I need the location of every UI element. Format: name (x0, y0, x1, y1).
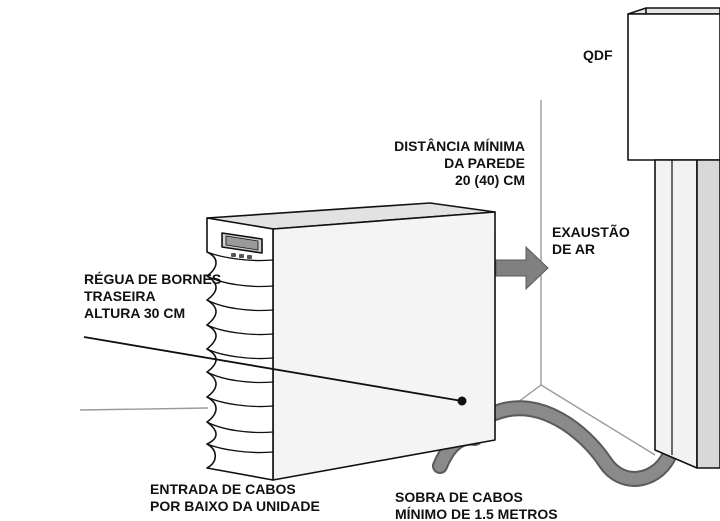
ups-unit (206, 202, 496, 481)
terminal-strip-label: RÉGUA DE BORNES TRASEIRA ALTURA 30 CM (84, 271, 221, 322)
air-exhaust-line-1: EXAUSTÃO (552, 224, 630, 240)
wall-distance-line-3: 20 (40) CM (454, 172, 525, 188)
ups-panel-seams (206, 251, 274, 454)
qdf-mounting-pillar (654, 159, 698, 469)
cable-entry-label: ENTRADA DE CABOS POR BAIXO DA UNIDADE (150, 481, 320, 515)
terminal-strip-line-1: RÉGUA DE BORNES (84, 271, 222, 287)
wall-distance-label: DISTÂNCIA MÍNIMA DA PAREDE 20 (40) CM (363, 138, 525, 189)
qdf-panel (627, 7, 720, 469)
cable-slack-label: SOBRA DE CABOS MÍNIMO DE 1.5 METROS (395, 489, 558, 521)
qdf-box-top (627, 7, 720, 15)
cable-entry-line-1: ENTRADA DE CABOS (150, 481, 296, 497)
terminal-strip-line-2: TRASEIRA (84, 288, 156, 304)
terminal-strip-line-3: ALTURA 30 CM (84, 305, 186, 321)
terminal-strip-marker (457, 396, 467, 406)
ups-side-face (272, 211, 496, 481)
wall-distance-line-1: DISTÂNCIA MÍNIMA (394, 138, 525, 154)
floor-wall-junction (540, 384, 656, 456)
cable-slack-line-2: MÍNIMO DE 1.5 METROS (395, 506, 558, 521)
air-exhaust-arrow (495, 245, 549, 291)
floor-line-left (79, 407, 209, 411)
ups-control-buttons (231, 253, 252, 259)
qdf-box-front (627, 13, 720, 161)
qdf-label: QDF (583, 47, 613, 63)
terminal-strip-leader-line (83, 336, 463, 402)
cable-entry-line-2: POR BAIXO DA UNIDADE (150, 498, 320, 514)
air-exhaust-label: EXAUSTÃO DE AR (552, 224, 630, 258)
cable-slack-line-1: SOBRA DE CABOS (395, 489, 523, 505)
ups-front-panels (206, 217, 274, 481)
air-exhaust-line-2: DE AR (552, 241, 596, 257)
wall-distance-line-2: DA PAREDE (444, 155, 525, 171)
